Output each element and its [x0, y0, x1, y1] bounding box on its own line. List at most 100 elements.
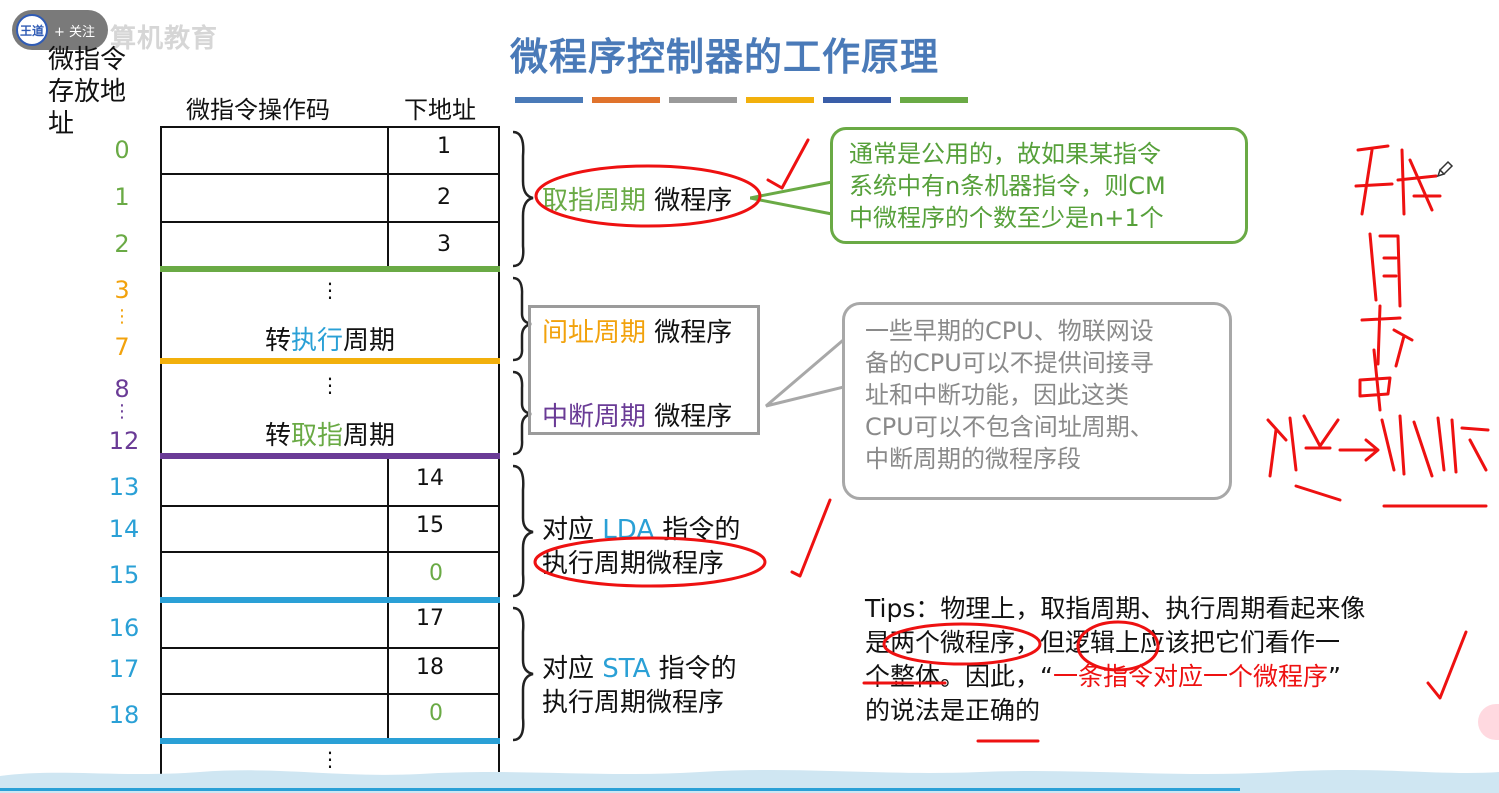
channel-logo-icon: 王道	[16, 14, 48, 46]
callout-line: 中断周期的微程序段	[865, 445, 1081, 473]
color-bar-1	[515, 97, 583, 103]
tips-line: 是两个微程序，但逻辑上应该把它们看作一	[865, 628, 1341, 657]
address-15: 15	[108, 561, 140, 589]
tips-line: 个整体。因此，“一条指令对应一个微程序”	[865, 660, 1435, 694]
callout-line: 中微程序的个数至少是n+1个	[849, 204, 1164, 232]
color-bar-6	[900, 97, 968, 103]
address-7: 7	[114, 333, 130, 361]
two-programs-circle-icon	[882, 622, 1042, 666]
fetch-callout: 通常是公用的，故如果某指令 系统中有n条机器指令，则CM 中微程序的个数至少是n…	[830, 127, 1248, 244]
jump-suffix: 周期	[343, 421, 396, 451]
address-13: 13	[108, 473, 140, 501]
fetch-circle-icon	[534, 164, 762, 228]
fetch-brace-icon	[512, 130, 534, 268]
label-highlight: 中断周期	[542, 402, 647, 432]
next-addr-cell: 3	[437, 232, 451, 257]
pen-cursor-icon	[1436, 160, 1454, 178]
row-line	[160, 173, 500, 175]
row-line	[160, 505, 500, 507]
label-suffix: 指令的	[650, 654, 737, 684]
section-braces	[512, 130, 534, 742]
tips-prefix: 个整体。因此，“	[865, 662, 1053, 691]
floating-side-tab[interactable]	[1478, 704, 1499, 740]
label-highlight: 间址周期	[542, 318, 647, 348]
interrupt-brace-icon	[512, 370, 532, 456]
address-header-line2: 存放地	[48, 77, 127, 107]
address-14: 14	[108, 515, 140, 543]
row-line	[160, 551, 500, 553]
address-header-line3: 址	[48, 109, 75, 139]
indirect-brace-icon	[512, 276, 532, 362]
color-bar-5	[823, 97, 891, 103]
callout-line: CPU可以不包含间址周期、	[865, 413, 1154, 441]
row-line	[160, 221, 500, 223]
tips-line: Tips：物理上，取指周期、执行周期看起来像	[865, 594, 1366, 623]
color-bar-3	[669, 97, 737, 103]
label-prefix: 对应	[542, 654, 603, 684]
next-addr-cell: 2	[437, 185, 451, 210]
sta-brace-icon	[512, 606, 534, 742]
address-3: 3	[114, 276, 130, 304]
follow-button[interactable]: + 关注	[54, 24, 96, 40]
follow-pill[interactable]: 王道 + 关注	[12, 10, 108, 50]
table-col-divider-1	[387, 126, 389, 268]
check-mark-icon	[1426, 630, 1468, 700]
address-dots-1: ⋮	[113, 306, 131, 327]
next-addr-cell: 18	[416, 655, 444, 680]
interrupt-jump-text: 转取指周期	[160, 415, 500, 452]
jump-highlight: 执行	[290, 326, 343, 356]
optional-cycles-callout: 一些早期的CPU、物联网设 备的CPU可以不提供间接寻 址和中断功能，因此这类 …	[842, 302, 1232, 500]
callout-line: 通常是公用的，故如果某指令	[849, 140, 1161, 168]
callout-line: 系统中有n条机器指令，则CM	[849, 172, 1166, 200]
address-header-line1: 微指令	[48, 45, 127, 75]
label-prefix: 对应	[542, 515, 603, 545]
address-1: 1	[114, 183, 130, 211]
handwriting-exec-icon	[1360, 304, 1414, 368]
address-18: 18	[108, 701, 140, 729]
handwriting-interrupt-icon	[1358, 348, 1392, 412]
lda-exec-circle-icon	[533, 536, 767, 588]
fetch-section-divider	[160, 266, 500, 272]
handwriting-indirect-icon	[1368, 232, 1402, 308]
label-rest: 微程序	[646, 318, 733, 348]
callout-line: 备的CPU可以不提供间接寻	[865, 349, 1154, 377]
table-col-divider-2	[387, 458, 389, 598]
watermark: 算机教育	[110, 24, 219, 54]
opcode-header: 微指令操作码	[186, 96, 330, 124]
sta-microprogram-label: 对应 STA 指令的 执行周期微程序	[542, 652, 737, 720]
sta-section-divider	[160, 738, 500, 744]
next-address-header: 下地址	[404, 96, 476, 124]
next-addr-cell: 15	[416, 513, 444, 538]
label-highlight: STA	[602, 654, 651, 684]
next-addr-cell: 0	[429, 701, 443, 726]
logo-text: 王道	[19, 23, 44, 38]
lda-brace-icon	[512, 464, 534, 598]
callout-line: 一些早期的CPU、物联网设	[865, 317, 1154, 345]
next-addr-cell: 0	[429, 561, 443, 586]
address-12: 12	[108, 427, 140, 455]
interrupt-microprogram-label: 中断周期 微程序	[542, 396, 732, 433]
table-end-dots: ⋮	[320, 747, 340, 771]
interrupt-section-divider	[160, 453, 500, 459]
label-line2: 执行周期微程序	[542, 549, 725, 579]
check-mark-icon	[790, 498, 832, 578]
next-addr-cell: 17	[416, 606, 444, 631]
indirect-dots: ⋮	[320, 278, 340, 302]
logic-circle-icon	[1076, 620, 1160, 672]
address-8: 8	[114, 375, 130, 403]
arrow-icon	[1338, 438, 1380, 462]
address-dots-2: ⋮	[113, 401, 131, 422]
tips-text: Tips：物理上，取指周期、执行周期看起来像 是两个微程序，但逻辑上应该把它们看…	[865, 592, 1435, 728]
label-rest: 微程序	[646, 186, 733, 216]
next-addr-cell: 1	[437, 134, 451, 159]
color-bar-4	[746, 97, 814, 103]
handwriting-instruction-icon	[1266, 414, 1342, 502]
next-addr-cell: 14	[416, 466, 444, 491]
label-rest: 微程序	[646, 402, 733, 432]
address-16: 16	[108, 614, 140, 642]
indirect-section-divider	[160, 358, 500, 364]
lda-section-divider	[160, 597, 500, 603]
label-highlight: 取指周期	[542, 186, 647, 216]
bottom-decoration	[0, 770, 1499, 793]
slide-title: 微程序控制器的工作原理	[510, 35, 940, 79]
